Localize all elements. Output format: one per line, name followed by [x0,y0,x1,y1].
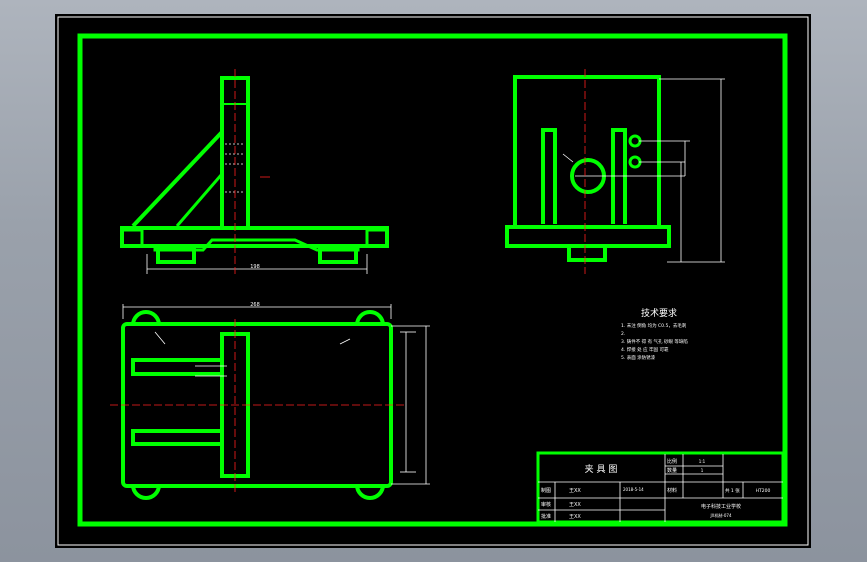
tech-req-item: 5. 表面 涂防锈漆 [621,354,656,361]
top-clamp-lower [131,429,222,446]
tech-req-title: 技术要求 [641,307,677,319]
label-material: 材料 [667,487,677,494]
front-foot-left [156,246,196,264]
front-width-dimension: 198 [250,264,260,270]
label-qty: 数量 [667,467,677,474]
top-width-dimension: 268 [250,302,260,308]
tech-req-list: 1. 未注 倒角 均为 C0.5，去毛刺 2. 3. 铸件不 得 有 气孔 砂眼… [621,322,688,361]
top-clamp-upper [131,358,222,376]
cad-drawing: 198 [55,14,811,548]
side-foot [567,244,607,262]
tech-req-item: 2. [621,331,625,337]
class-code: JX机制-074 [710,512,732,518]
qty-value: 1 [701,468,704,473]
drawing-frame [77,33,788,527]
approved-name: 王XX [569,514,581,520]
drawn-name: 王XX [569,488,581,494]
sheet-label: 共 1 张 [725,487,740,494]
tech-req-item: 3. 铸件不 得 有 气孔 砂眼 等缺陷 [621,338,688,345]
sheet-background [55,14,811,548]
side-view-dimensions [562,78,725,263]
side-clamp-left [541,128,557,224]
checked-name: 王XX [569,502,581,508]
cad-drawing-canvas: 198 [55,14,811,548]
label-drawn: 制图 [541,487,551,494]
sheet-outer-border [57,16,809,546]
front-foot-right [318,246,358,264]
drawing-date: 2018-5-14 [623,487,644,492]
label-approved: 批准 [541,513,551,520]
label-checked: 审核 [541,501,551,508]
top-view-dimensions [122,304,430,485]
scale-value: 1:1 [699,459,706,464]
drawing-name: 夹 具 图 [585,463,618,475]
title-block: 夹 具 图 比例 数量 材料 1:1 1 共 1 张 HT200 制图 审核 批… [536,451,785,524]
label-scale: 比例 [667,458,677,465]
front-rib [131,130,224,228]
front-view [120,76,389,264]
material-value: HT200 [756,488,771,494]
tech-req-item: 1. 未注 倒角 均为 C0.5，去毛刺 [621,322,687,329]
tech-req-item: 4. 焊接 处 应 牢固 可靠 [621,346,669,353]
school-name: 电子科技工业学校 [701,503,741,510]
side-clamp-right [611,128,627,224]
